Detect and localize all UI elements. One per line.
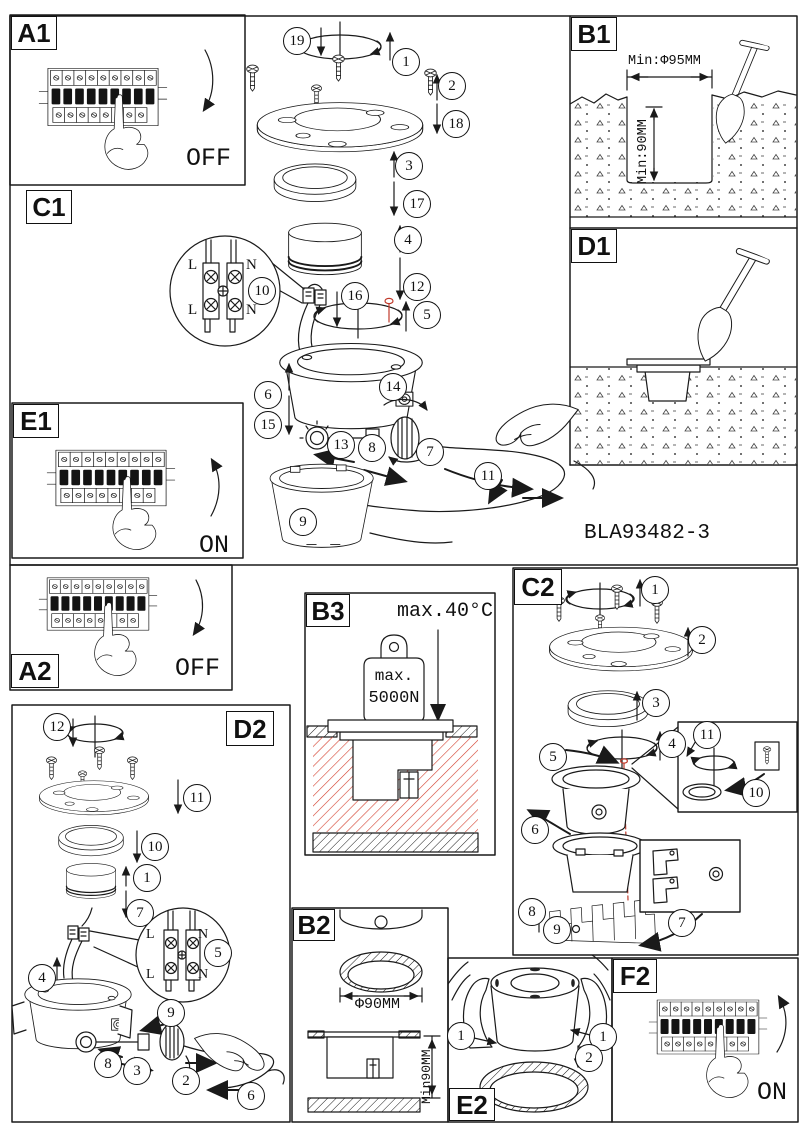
step-callout: 13 <box>327 431 355 459</box>
step-callout: 5 <box>413 301 441 329</box>
panel-label-c1: C1 <box>26 190 72 224</box>
panel-label-d1: D1 <box>571 229 617 263</box>
c2-exploded-view <box>526 578 798 952</box>
step-callout: 17 <box>403 190 431 218</box>
b3-load-limit-line2: 5000N <box>368 689 420 708</box>
d2-wiring-label-live-bottom: L <box>146 967 155 982</box>
a2-status-text: OFF <box>175 654 221 683</box>
step-callout: 10 <box>742 779 770 807</box>
b2-diameter-dimension: Φ90MM <box>355 996 401 1013</box>
b1-width-dimension: Min:Φ95MM <box>628 54 701 69</box>
panel-label-a2: A2 <box>11 654 59 688</box>
step-callout: 5 <box>204 939 232 967</box>
step-callout: 7 <box>416 438 444 466</box>
step-callout: 8 <box>518 898 546 926</box>
step-callout: 2 <box>575 1044 603 1072</box>
step-callout: 15 <box>254 411 282 439</box>
panel-label-c2: C2 <box>514 569 562 605</box>
step-callout: 11 <box>693 721 721 749</box>
c1-wiring-label-live-top: L <box>188 257 198 273</box>
step-callout: 2 <box>172 1067 200 1095</box>
b3-load-limit-line1: max. <box>374 667 414 685</box>
step-callout: 1 <box>392 48 420 76</box>
panel-label-a1: A1 <box>11 16 57 50</box>
b1-dig-hole-illustration <box>569 36 797 218</box>
f2-breaker-illustration <box>649 994 790 1098</box>
step-callout: 8 <box>358 434 386 462</box>
step-callout: 3 <box>123 1057 151 1085</box>
step-callout: 5 <box>539 743 567 771</box>
panel-label-e2: E2 <box>449 1088 495 1121</box>
step-callout: 4 <box>658 730 686 758</box>
b1-depth-dimension: Min:90MM <box>636 119 651 184</box>
c1-wiring-label-neutral-top: N <box>246 257 257 273</box>
e1-breaker-illustration <box>47 450 223 550</box>
step-callout: 7 <box>126 899 154 927</box>
step-callout: 10 <box>141 833 169 861</box>
product-code: BLA93482-3 <box>584 522 711 545</box>
step-callout: 2 <box>438 72 466 100</box>
d2-wiring-label-live-top: L <box>146 927 155 942</box>
panel-label-d2: D2 <box>226 711 274 746</box>
c1-wiring-label-neutral-bottom: N <box>246 302 257 318</box>
step-callout: 4 <box>394 226 422 254</box>
b2-depth-dimension: Min90MM <box>419 1049 434 1104</box>
step-callout: 4 <box>28 964 56 992</box>
step-callout: 3 <box>395 152 423 180</box>
step-callout: 9 <box>543 916 571 944</box>
step-callout: 1 <box>447 1022 475 1050</box>
a1-status-text: OFF <box>186 144 232 173</box>
panel-label-e1: E1 <box>13 404 59 438</box>
step-callout: 1 <box>641 576 669 604</box>
f2-status-text: ON <box>757 1078 788 1107</box>
b2-dimension-illustration <box>307 909 441 1113</box>
c1-wiring-detail <box>169 235 305 347</box>
step-callout: 19 <box>283 27 311 55</box>
e1-status-text: ON <box>199 531 230 560</box>
d1-buried-fixture-illustration <box>569 243 797 465</box>
step-callout: 11 <box>183 784 211 812</box>
step-callout: 8 <box>94 1050 122 1078</box>
step-callout: 11 <box>474 462 502 490</box>
step-callout: 9 <box>157 999 185 1027</box>
panel-label-b3: B3 <box>306 594 350 627</box>
d2-wiring-label-neutral-bottom: N <box>198 967 209 982</box>
step-callout: 10 <box>248 277 276 305</box>
c1-wiring-label-live-bottom: L <box>188 302 198 318</box>
a1-breaker-illustration <box>39 49 215 170</box>
step-callout: 6 <box>237 1082 265 1110</box>
step-callout: 12 <box>43 713 71 741</box>
step-callout: 1 <box>133 864 161 892</box>
step-callout: 7 <box>668 909 696 937</box>
a2-breaker-illustration <box>39 578 206 676</box>
step-callout: 14 <box>379 373 407 401</box>
step-callout: 18 <box>442 110 470 138</box>
step-callout: 9 <box>289 508 317 536</box>
step-callout: 16 <box>341 282 369 310</box>
panel-label-b1: B1 <box>571 17 617 51</box>
step-callout: 6 <box>521 816 549 844</box>
panel-label-b2: B2 <box>293 909 335 941</box>
panel-label-f2: F2 <box>613 959 657 993</box>
b3-temp-limit: max.40°C <box>397 600 494 623</box>
b3-load-limit-illustration <box>306 629 479 853</box>
step-callout: 12 <box>403 273 431 301</box>
step-callout: 3 <box>642 689 670 717</box>
d2-wiring-label-neutral-top: N <box>198 927 209 942</box>
step-callout: 2 <box>688 626 716 654</box>
step-callout: 6 <box>254 381 282 409</box>
